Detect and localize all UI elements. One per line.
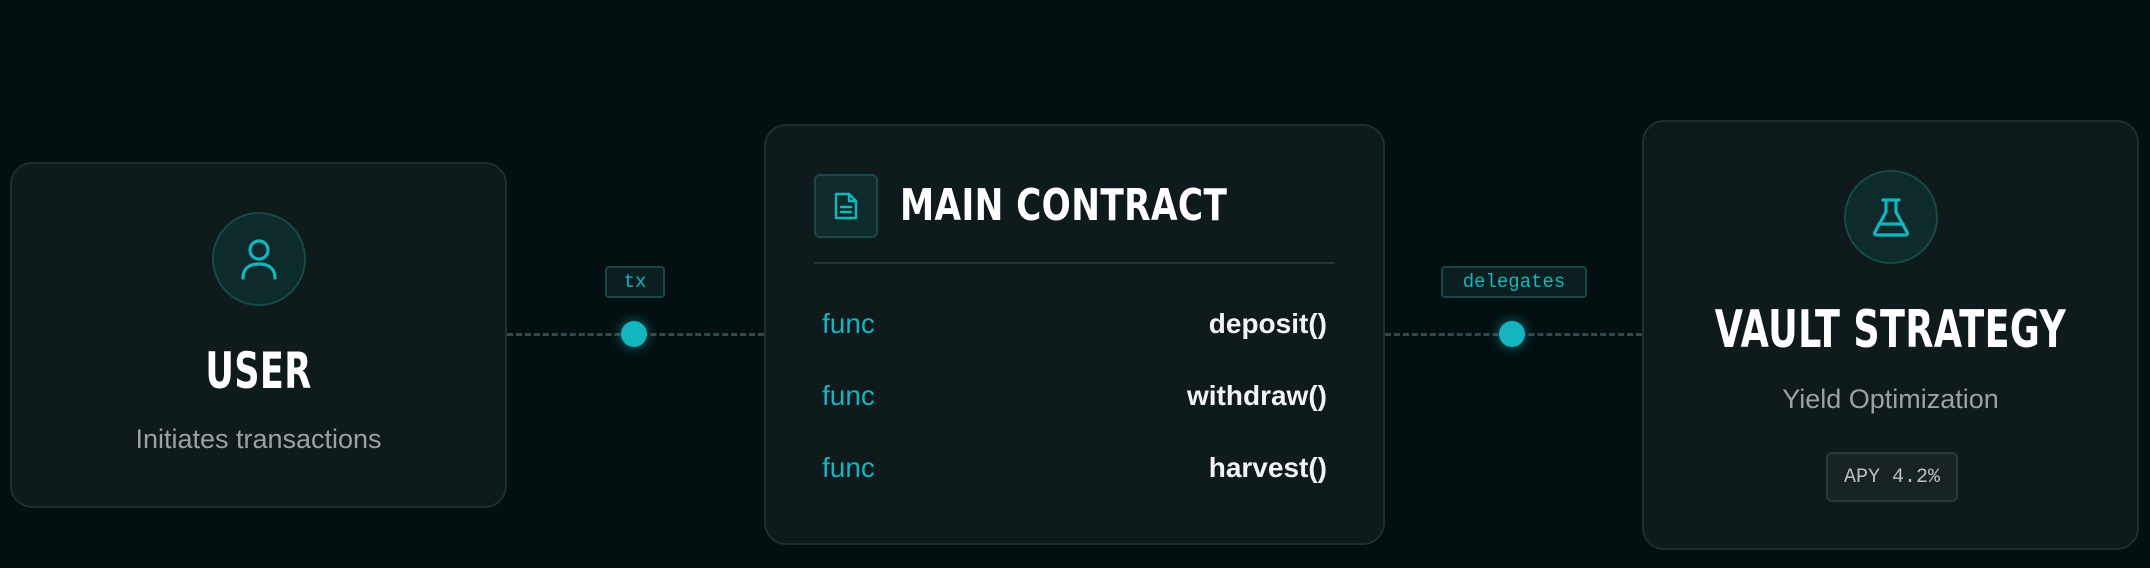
vault-strategy-node[interactable]: VAULT STRATEGY Yield Optimization APY 4.… — [1642, 120, 2139, 550]
func-name-deposit: deposit() — [1208, 308, 1327, 339]
flow-dot-delegates — [1499, 321, 1525, 347]
vault-subtitle: Yield Optimization — [1782, 384, 1999, 414]
flow-dot-tx — [621, 321, 647, 347]
function-row-harvest[interactable]: func harvest() — [822, 448, 1327, 488]
apy-badge: APY 4.2% — [1826, 452, 1958, 502]
main-contract-title: MAIN CONTRACT — [900, 180, 1228, 231]
user-icon — [212, 212, 306, 306]
func-keyword: func — [822, 380, 875, 411]
main-contract-node[interactable]: MAIN CONTRACT func deposit() func withdr… — [764, 124, 1385, 545]
func-keyword: func — [822, 308, 875, 339]
user-title: USER — [205, 342, 312, 400]
func-keyword: func — [822, 452, 875, 483]
user-subtitle: Initiates transactions — [135, 424, 382, 454]
func-name-withdraw: withdraw() — [1187, 380, 1327, 411]
func-name-harvest: harvest() — [1208, 452, 1327, 483]
function-row-deposit[interactable]: func deposit() — [822, 304, 1327, 344]
document-icon — [814, 174, 878, 238]
divider — [814, 262, 1335, 264]
edge-label-tx: tx — [605, 266, 665, 298]
vault-title: VAULT STRATEGY — [1714, 300, 2067, 360]
flask-icon — [1844, 170, 1938, 264]
function-row-withdraw[interactable]: func withdraw() — [822, 376, 1327, 416]
user-node[interactable]: USER Initiates transactions — [10, 162, 507, 508]
edge-label-delegates: delegates — [1441, 266, 1587, 298]
